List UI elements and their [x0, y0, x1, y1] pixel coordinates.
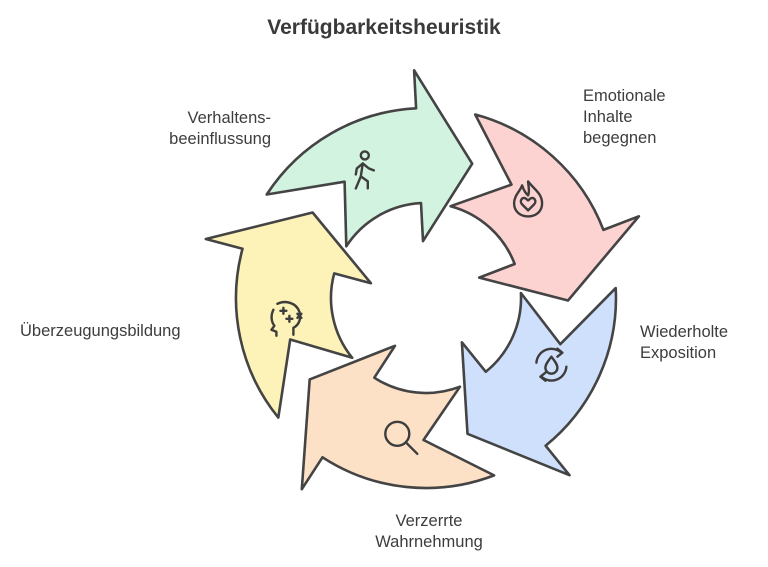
- magnifier-icon: [384, 420, 419, 455]
- step-label-verzerrte-wahrnehmung: Verzerrte Wahrnehmung: [375, 512, 483, 551]
- cycle-segment-verhaltens-beeinflussung: [265, 69, 474, 248]
- step-label-emotionale-inhalte: Emotionale Inhalte begegnen: [583, 87, 666, 147]
- cycle-drop-icon: [535, 347, 568, 382]
- diagram-title: Verfügbarkeitsheuristik: [267, 16, 501, 39]
- cycle-segment-emotionale-inhalte-begegnen: [449, 113, 641, 302]
- cycle-segment-wiederholte-exposition: [460, 286, 618, 477]
- step-label-verhaltensbeeinflussung: Verhaltens- beeinflussung: [169, 109, 271, 148]
- step-label-ueberzeugungsbildung: Überzeugungsbildung: [20, 322, 181, 340]
- head-thinking-icon: [270, 300, 303, 337]
- walking-person-icon: [354, 150, 375, 190]
- cycle-segment-verzerrte-wahrnehmung: [300, 344, 496, 491]
- step-label-wiederholte-exposition: Wiederholte Exposition: [640, 323, 729, 362]
- flame-heart-icon: [512, 180, 544, 218]
- cycle-segment-überzeugungsbildung: [204, 211, 373, 419]
